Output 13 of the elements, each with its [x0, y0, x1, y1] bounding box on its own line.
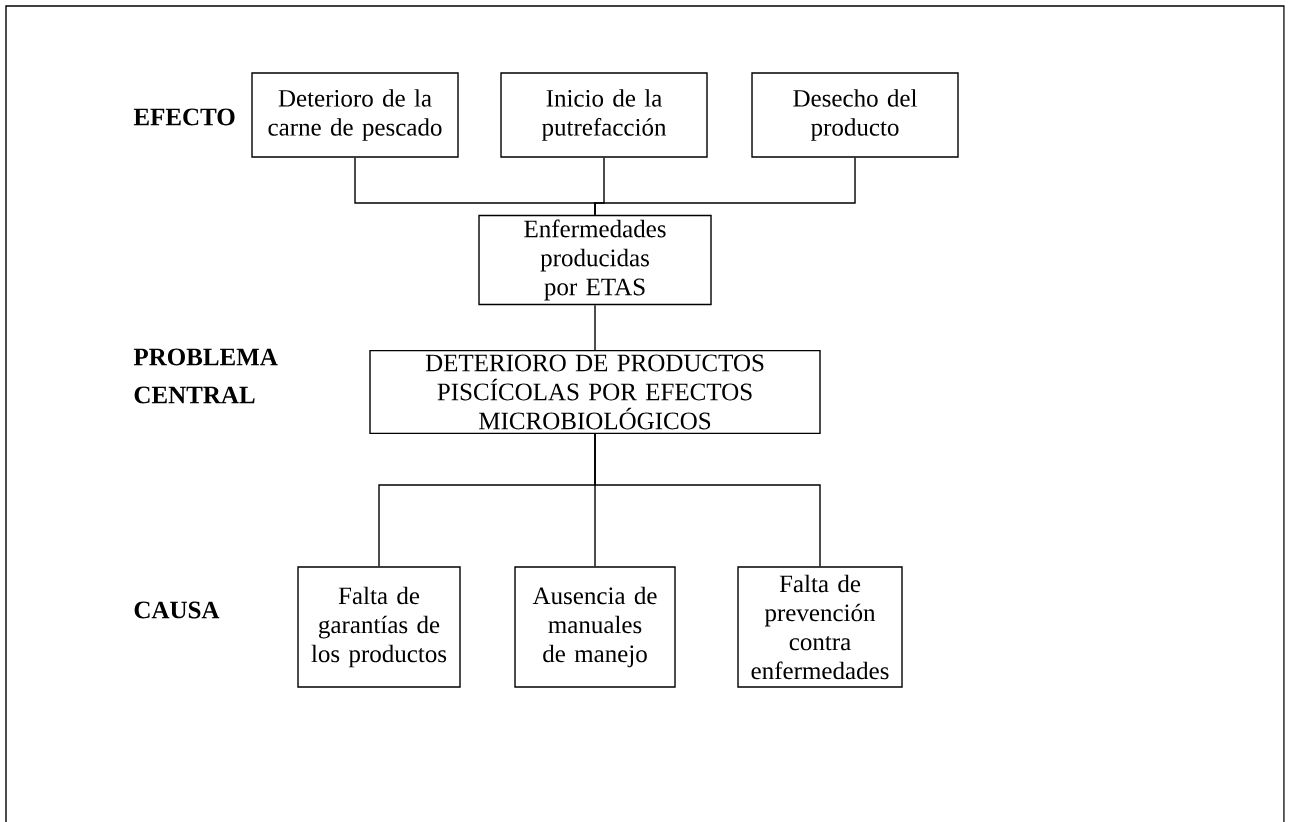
text-box: Enfermedades producidas por ETAS [478, 214, 712, 306]
text-box: Inicio de la putrefacción [500, 72, 708, 158]
connector-line [594, 304, 596, 351]
text-box: Deterioro de la carne de pescado [251, 72, 459, 158]
text-box: Falta de prevención contra enfermedades [737, 566, 903, 688]
connector-line [594, 157, 856, 216]
text-box: Falta de garantías de los productos [297, 566, 461, 688]
text-box: Ausencia de manuales de manejo [514, 566, 676, 688]
row-label: PROBLEMA CENTRAL [133, 348, 278, 404]
row-label: CAUSA [134, 601, 220, 619]
text-box: DETERIORO DE PRODUCTOS PISCÍCOLAS POR EFECTOS MICROBIOLÓGICOS [369, 349, 821, 435]
connector-line [594, 433, 821, 567]
text-box: Desecho del producto [751, 72, 959, 158]
